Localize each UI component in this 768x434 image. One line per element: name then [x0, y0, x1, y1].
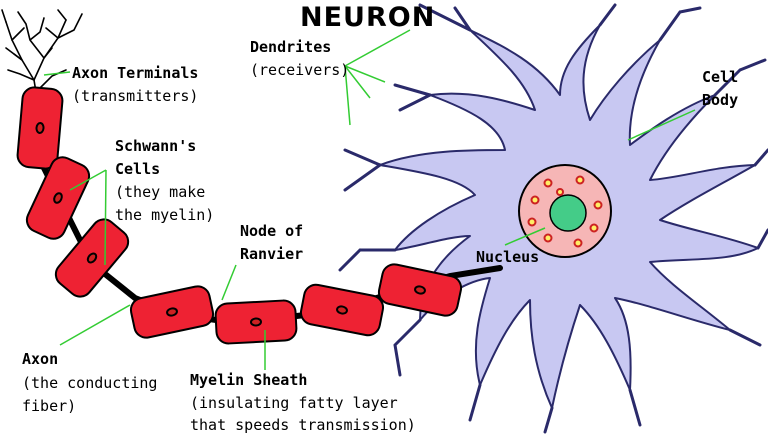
node-of-ranvier-label-line2: Ranvier	[240, 245, 304, 263]
nucleus-shape	[518, 164, 612, 258]
axon-terminals-label: Axon Terminals	[72, 64, 199, 82]
schwann-cells-desc-line2: the myelin)	[115, 206, 215, 224]
myelin-segment	[16, 86, 64, 170]
nucleus-label: Nucleus	[476, 248, 540, 266]
myelin-sheath-desc-line2: that speeds transmission)	[190, 416, 416, 434]
axon-terminal-branches	[1, 9, 83, 105]
myelin-sheath-label: Myelin Sheath	[190, 371, 308, 389]
schwann-cell-nucleus	[86, 252, 98, 264]
axon-desc-line1: (the conducting	[22, 374, 158, 392]
schwann-cells-label-line1: Schwann's	[115, 137, 197, 155]
myelin-segment	[377, 263, 463, 317]
myelin-segment	[214, 299, 298, 345]
diagram-title: NEURON	[300, 2, 436, 33]
dendrites-label: Dendrites	[250, 38, 332, 56]
myelin-segment	[25, 156, 91, 240]
dendrites-desc: (receivers)	[250, 61, 350, 79]
schwann-cell-nucleus	[35, 122, 45, 134]
axon-label: Axon	[22, 350, 59, 368]
myelin-segment	[54, 218, 130, 298]
node-of-ranvier-label-line1: Node of	[240, 222, 304, 240]
axon-desc-line2: fiber)	[22, 397, 77, 415]
schwann-cell-nucleus	[336, 305, 348, 315]
dendrite-branches	[338, 3, 768, 434]
cell-body-label-line1: Cell	[702, 68, 739, 86]
schwann-cell-nucleus	[53, 192, 63, 204]
schwann-cells-desc-line1: (they make	[115, 183, 206, 201]
schwann-cell-nucleus	[414, 285, 426, 295]
schwann-cell-nucleus	[250, 317, 262, 327]
myelin-sheath-segments	[16, 86, 463, 345]
myelin-segment	[299, 283, 385, 337]
cell-body-label-line2: Body	[702, 91, 739, 109]
myelin-sheath-desc-line1: (insulating fatty layer	[190, 394, 398, 412]
axon-terminals-desc: (transmitters)	[72, 87, 199, 105]
myelin-segment	[129, 285, 215, 339]
schwann-cells-label-line2: Cells	[115, 160, 161, 178]
leader-lines	[43, 29, 696, 370]
schwann-cell-nucleus	[166, 307, 178, 317]
